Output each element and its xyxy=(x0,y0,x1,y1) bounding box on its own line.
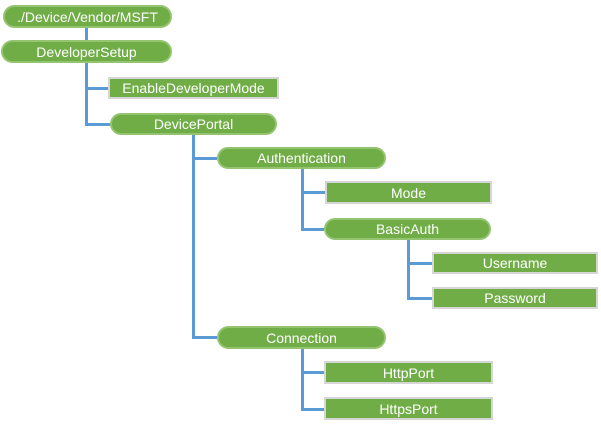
connector-line xyxy=(85,27,88,40)
connector-line xyxy=(407,240,410,300)
tree-node-httpport: HttpPort xyxy=(324,361,493,384)
tree-node-httpsport: HttpsPort xyxy=(324,397,493,420)
connector-line xyxy=(301,169,304,230)
tree-node-developersetup: DeveloperSetup xyxy=(1,40,172,63)
tree-node-root: ./Device/Vendor/MSFT xyxy=(3,5,172,28)
tree-node-basicauth: BasicAuth xyxy=(324,218,491,240)
tree-node-enabledevelopermode: EnableDeveloperMode xyxy=(108,77,279,99)
connector-line xyxy=(85,63,88,125)
tree-node-deviceportal: DevicePortal xyxy=(110,113,277,135)
connector-line xyxy=(85,87,108,90)
connector-line xyxy=(301,371,324,374)
connector-line xyxy=(301,191,325,194)
connector-line xyxy=(85,123,110,126)
tree-node-password: Password xyxy=(432,287,598,309)
connector-line xyxy=(301,408,324,411)
tree-node-connection: Connection xyxy=(217,326,386,349)
connector-line xyxy=(407,297,432,300)
connector-line xyxy=(301,228,324,231)
connector-line xyxy=(301,349,304,410)
connector-line xyxy=(192,336,217,339)
connector-line xyxy=(407,262,432,265)
tree-node-mode: Mode xyxy=(325,181,492,204)
connector-line xyxy=(192,157,217,160)
connector-line xyxy=(192,135,195,338)
tree-node-username: Username xyxy=(432,252,598,274)
tree-node-authentication: Authentication xyxy=(217,147,386,169)
